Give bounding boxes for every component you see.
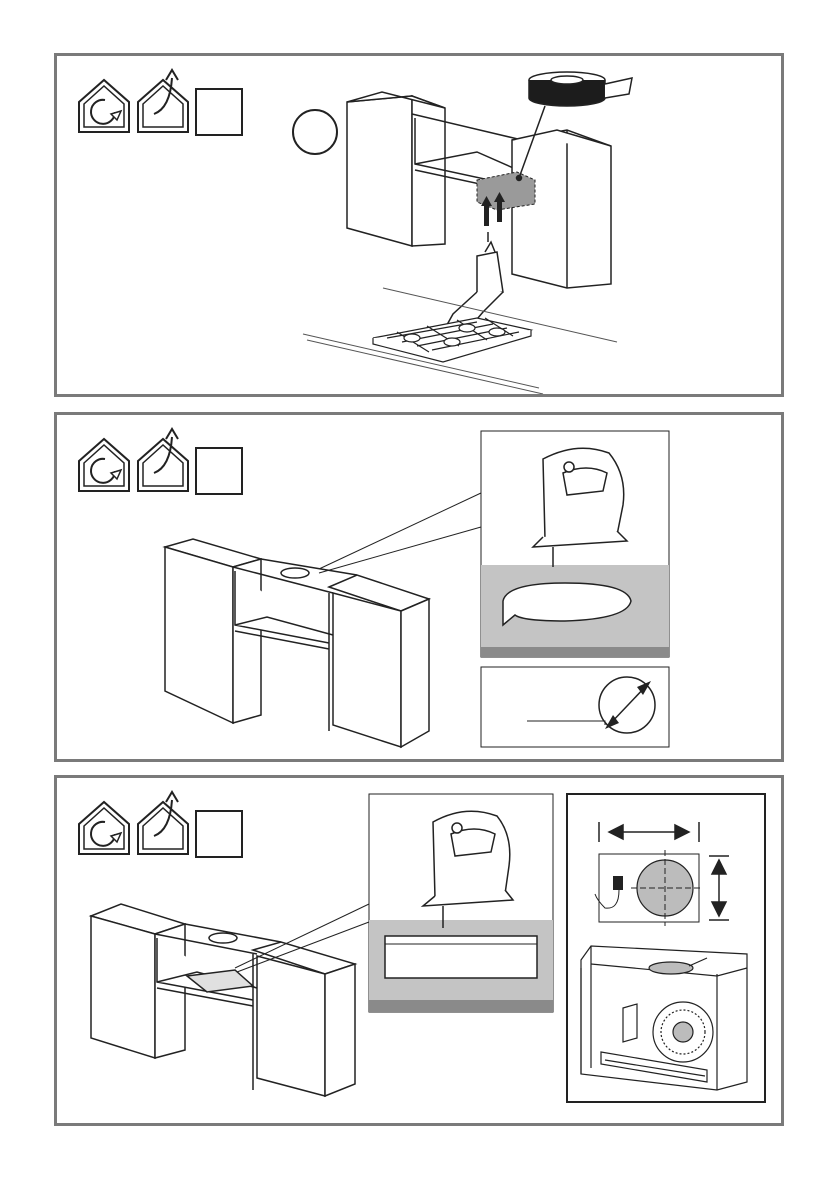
shelf-cut-diagram (57, 415, 781, 759)
panel-cut-slot-step (54, 775, 784, 1126)
drill-diagram (57, 56, 781, 394)
cabinet-row (165, 539, 429, 747)
jigsaw-zoom-box (369, 794, 553, 1012)
panel-cut-shelf-step (54, 412, 784, 762)
diameter-box (481, 667, 669, 747)
hood-unit (581, 946, 747, 1090)
left-wall-cabinet (347, 92, 445, 246)
cabinet-row (91, 904, 355, 1096)
zoom-leader-lines (319, 493, 481, 573)
jigsaw-zoom-box (481, 431, 669, 657)
callout-circle (293, 110, 337, 154)
hood-dimensions-box (567, 794, 765, 1102)
right-wall-cabinet (512, 130, 611, 288)
slot-cut-diagram (57, 778, 781, 1123)
panel-drill-step (54, 53, 784, 397)
